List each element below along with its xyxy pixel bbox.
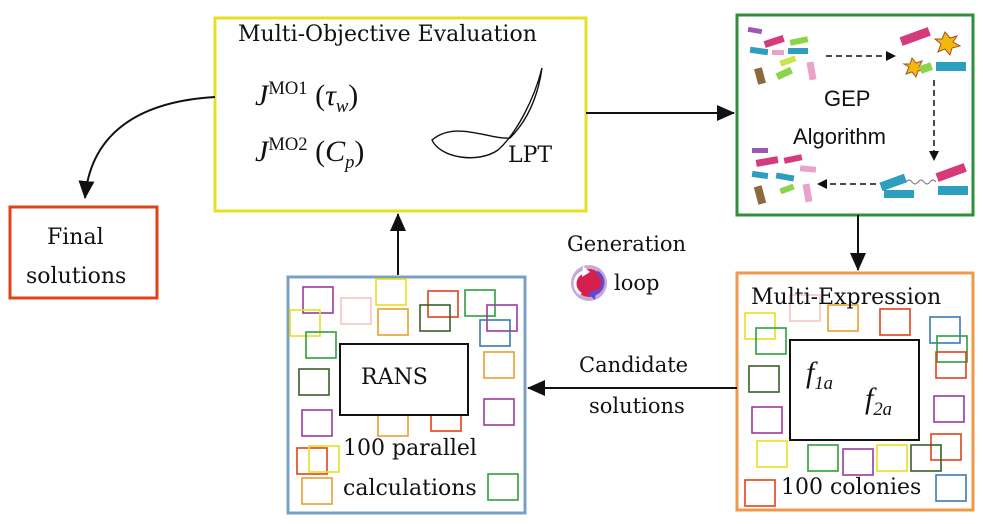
gep-line2: Algorithm [793,124,886,149]
lpt-blade-shape [431,67,543,159]
final-solutions-line1: Final [47,225,104,250]
expression-f1a: f1a [806,356,833,395]
j1-arg-sub: w [335,96,349,117]
multi-expression-title: Multi-Expression [751,285,942,310]
j1-arg: τ [325,79,336,112]
multi-expression-caption: 100 colonies [781,475,922,500]
multi-expression-colony-squares [744,294,968,507]
candidate-line2: solutions [589,394,685,418]
generation-loop-line1: Generation [567,232,687,256]
j1-sup: MO1 [268,78,308,99]
gep-line1: GEP [824,86,871,111]
final-solutions-line2: solutions [26,264,127,289]
rans-inner-box [339,343,469,416]
f2-sub: 2a [873,399,892,420]
j2-arg: C [325,135,346,168]
j2-base: J [255,135,269,168]
evaluation-title: Multi-Objective Evaluation [238,22,537,47]
refresh-loop-icon [571,265,607,301]
j1-base: J [255,79,269,112]
final-solutions-box [8,205,159,300]
generation-loop-line2: loop [614,271,660,295]
j2-arg-sub: p [345,152,355,173]
objective-j-mo2: JMO2 (Cp) [255,134,365,173]
f1-base: f [806,356,815,389]
expression-f2a: f2a [865,382,892,421]
multi-expression-inner-box [789,339,920,441]
j2-sup: MO2 [268,134,308,155]
arrow-evaluation-to-final [78,96,216,199]
rans-caption-line2: calculations [343,476,477,501]
lpt-label: LPT [508,143,553,168]
gep-chromosome-icons [747,26,968,205]
candidate-line1: Candidate [579,353,689,377]
f2-base: f [865,382,874,415]
rans-caption-line1: 100 parallel [343,436,477,461]
rans-label: RANS [361,365,428,390]
f1-sub: 1a [814,373,833,394]
objective-j-mo1: JMO1 (τw) [255,78,359,117]
